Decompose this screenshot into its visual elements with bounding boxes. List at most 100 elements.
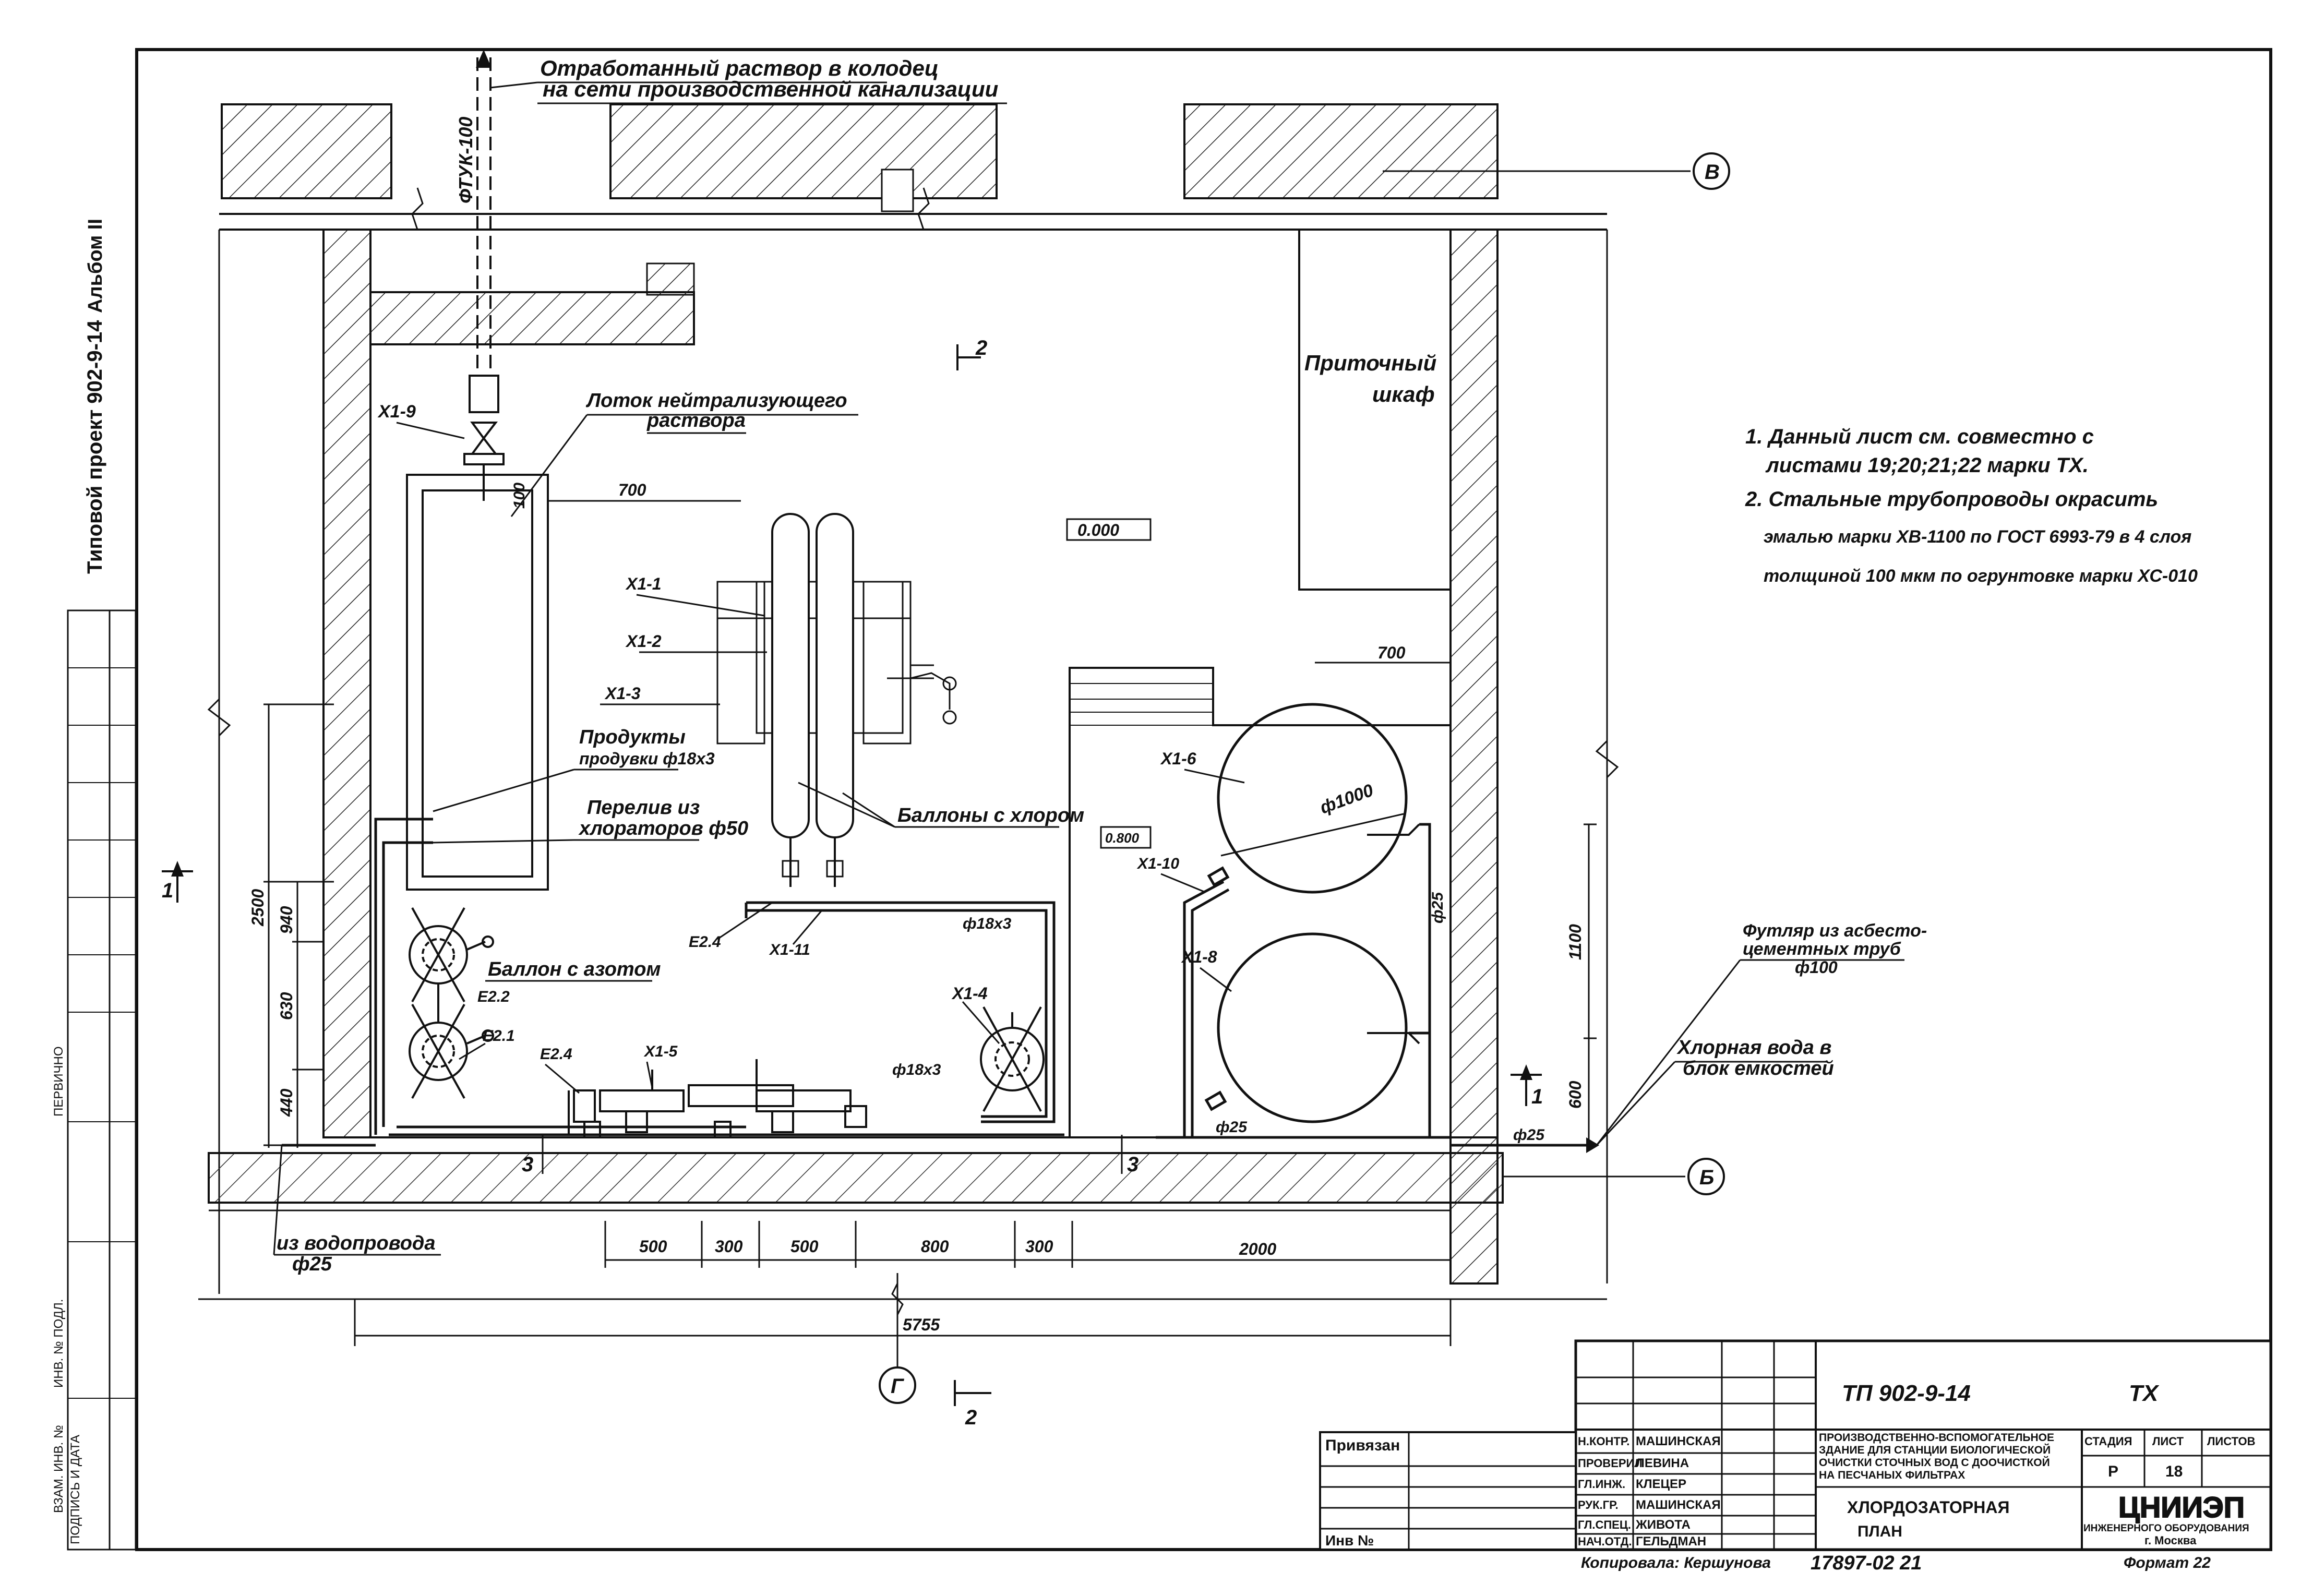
strip-label-sign: ПОДПИСЬ И ДАТА: [68, 1435, 82, 1544]
tb-attached: Привязан: [1325, 1437, 1400, 1454]
album-label: Альбом II: [85, 219, 106, 313]
tag-x1-9: Х1-9: [377, 402, 416, 422]
from-water-label-1: из водопровода: [277, 1232, 436, 1254]
nitrogen-label: Баллон с азотом: [488, 958, 661, 980]
tb-role-5: НАЧ.ОТД.: [1578, 1535, 1632, 1548]
dim-phi25-outlet: ф25: [1513, 1126, 1545, 1144]
note-line-1: 1. Данный лист см. совместно с: [1745, 425, 2094, 448]
tag-e2-4a: Е2.4: [689, 933, 721, 951]
tb-name-5: ГЕЛЬДМАН: [1636, 1534, 1706, 1549]
chlorine-cylinders: Х1-1 Х1-2 Х1-3 Баллоны с хлором: [600, 513, 1084, 887]
drawing-frame: [135, 48, 2272, 1551]
svg-text:Г: Г: [891, 1375, 905, 1398]
tag-x1-6: Х1-6: [1160, 749, 1196, 768]
dim-phi25-bottom: ф25: [1216, 1119, 1248, 1136]
section-marker-1-right: 1: [1511, 1064, 1543, 1108]
discharge-pipe: ФТУК-100 Х1-9 100: [377, 50, 528, 509]
cylinders-label: Баллоны с хлором: [897, 805, 1084, 826]
pipe-vertical-label: ФТУК-100: [455, 117, 476, 203]
tag-e2-1: Е2.1: [483, 1027, 515, 1045]
discharge-callout: Отработанный раствор в колодец на сети п…: [490, 56, 1007, 104]
dim-700-right: 700: [1315, 643, 1451, 664]
dim-2000: 2000: [1239, 1240, 1276, 1258]
tb-role-0: Н.КОНТР.: [1578, 1435, 1629, 1448]
dim-300-a: 300: [715, 1237, 743, 1256]
tb-copied: Копировала: Кершунова: [1581, 1554, 1771, 1571]
discharge-label-1: Отработанный раствор в колодец: [540, 56, 939, 80]
dim-940: 940: [277, 906, 296, 934]
note-line-2: листами 19;20;21;22 марки ТХ.: [1765, 454, 2089, 477]
axis-bubble-b: Б: [1503, 1158, 1725, 1195]
tb-name-0: МАШИНСКАЯ: [1636, 1434, 1721, 1448]
tb-sheet-title-2: ПЛАН: [1857, 1523, 1902, 1540]
level-small: 0.800: [1105, 830, 1140, 846]
tray-label-2: раствора: [646, 410, 746, 431]
supply-cabinet-label-1: Приточный: [1304, 351, 1436, 375]
purge-label-2: продувки ф18х3: [579, 749, 715, 768]
sleeve-callout: Футляр из асбесто- цементных труб ф100 Х…: [1513, 921, 1927, 1153]
tb-name-1: ЛЕВИНА: [1636, 1456, 1689, 1470]
svg-text:700: 700: [618, 481, 646, 499]
section-marker-2-top: 2: [956, 337, 987, 370]
tb-name-4: ЖИВОТА: [1635, 1518, 1691, 1532]
right-dim-chain: [1584, 823, 1597, 1148]
tb-number: 17897-02 21: [1811, 1552, 1922, 1574]
tb-format: Формат 22: [2124, 1554, 2211, 1571]
section-marker-2-bottom: 2: [954, 1380, 991, 1429]
discharge-label-2: на сети производственной канализации: [543, 77, 998, 101]
sleeve-label-1: Футляр из асбесто-: [1743, 921, 1927, 941]
svg-text:700: 700: [1377, 643, 1406, 662]
overflow-label-1: Перелив из: [587, 797, 700, 819]
axis-bubble-g: Г: [879, 1366, 916, 1404]
walls: [208, 103, 1608, 1294]
tb-org: ЦНИИЭП: [2118, 1491, 2245, 1523]
dim-600: 600: [1566, 1081, 1585, 1109]
tb-sheet-label: ЛИСТ: [2152, 1435, 2184, 1448]
svg-text:1: 1: [162, 879, 173, 902]
sleeve-label-3: ф100: [1795, 958, 1838, 977]
tag-x1-11: Х1-11: [769, 941, 810, 958]
section-3-right: 3: [1127, 1153, 1138, 1176]
tray-label-1: Лоток нейтрализующего: [585, 390, 847, 412]
tb-desc-2: ОЧИСТКИ СТОЧНЫХ ВОД С ДООЧИСТКОЙ: [1819, 1456, 2050, 1469]
tb-role-1: ПРОВЕРИЛ: [1578, 1457, 1643, 1470]
strip-label-inv: ИНВ. № ПОДЛ.: [52, 1299, 66, 1388]
dim-2500: 2500: [248, 889, 267, 927]
tag-e2-2: Е2.2: [477, 988, 510, 1005]
tb-stage: Р: [2108, 1463, 2118, 1480]
tb-role-3: РУК.ГР.: [1578, 1498, 1619, 1511]
sleeve-label-2: цементных труб: [1743, 939, 1901, 959]
overflow-label-2: хлораторов ф50: [578, 818, 748, 839]
dim-phi1000: ф1000: [1317, 781, 1376, 818]
tb-name-2: КЛЕЦЕР: [1636, 1477, 1686, 1491]
note-line-5: толщиной 100 мкм по огрунтовке марки ХС-…: [1764, 566, 2198, 586]
svg-text:1: 1: [1531, 1085, 1543, 1108]
dim-5755: 5755: [903, 1315, 940, 1334]
nitrogen-cylinders: [409, 907, 494, 1099]
bottom-dim-chain: [198, 1221, 1607, 1367]
tag-e2-4b: Е2.4: [540, 1046, 572, 1063]
strip-label-replace: ВЗАМ. ИНВ. №: [52, 1425, 66, 1513]
dim-phi18x3-b: ф18х3: [892, 1061, 941, 1078]
tb-sheet: 18: [2165, 1463, 2183, 1480]
svg-text:2: 2: [965, 1406, 977, 1429]
tag-x1-3: Х1-3: [604, 684, 641, 703]
note-line-3: 2. Стальные трубопроводы окрасить: [1745, 488, 2158, 511]
purge-callout: Продукты продувки ф18х3 Перелив из хлора…: [433, 726, 748, 844]
chlorine-water-tanks: [1204, 703, 1420, 1123]
title-block: ТП 902-9-14 ТХ Н.КОНТР. ПРОВЕРИЛ ГЛ.ИНЖ.…: [1319, 1339, 2272, 1574]
dim-630: 630: [277, 992, 296, 1020]
tb-role-2: ГЛ.ИНЖ.: [1578, 1478, 1625, 1491]
tb-stage-label: СТАДИЯ: [2084, 1435, 2132, 1448]
tb-sheet-title-1: ХЛОРДОЗАТОРНАЯ: [1847, 1498, 2009, 1517]
purge-label-1: Продукты: [579, 726, 686, 748]
tag-x1-10: Х1-10: [1136, 855, 1179, 872]
tb-org-sub-2: г. Москва: [2144, 1534, 2197, 1547]
svg-text:Б: Б: [1699, 1166, 1714, 1189]
dim-500-a: 500: [639, 1237, 667, 1256]
tb-org-sub-1: ИНЖЕНЕРНОГО ОБОРУДОВАНИЯ: [2083, 1523, 2249, 1534]
dim-phi25-right: ф25: [1429, 892, 1446, 923]
svg-text:2: 2: [975, 337, 987, 359]
dim-1100: 1100: [1566, 924, 1585, 960]
notes-block: 1. Данный лист см. совместно с листами 1…: [1745, 425, 2198, 586]
